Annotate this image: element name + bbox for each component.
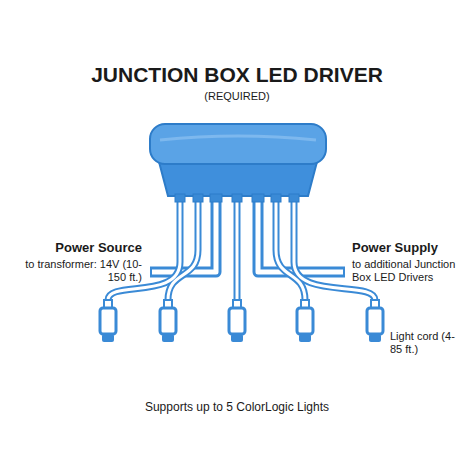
port-heading: Power Supply xyxy=(352,240,470,256)
light-connector xyxy=(160,300,176,342)
junction-box xyxy=(150,124,326,202)
port-description: to additional Junction Box LED Drivers xyxy=(352,258,470,284)
light-cord xyxy=(108,192,375,300)
note-label: (REQUIRED) xyxy=(137,90,337,103)
colorlogic-light xyxy=(100,300,383,342)
port-description: to transformer: 14V (10-150 ft.) xyxy=(20,258,142,284)
light-connector xyxy=(297,300,313,342)
light-connector xyxy=(367,300,383,342)
diagram-title: JUNCTION BOX LED DRIVER xyxy=(20,62,454,87)
diagram-caption: Supports up to 5 ColorLogic Lights xyxy=(40,400,434,414)
cord-label: Light cord (4-85 ft.) xyxy=(390,330,462,356)
light-connector xyxy=(100,300,116,342)
light-connector xyxy=(229,300,245,342)
port-heading: Power Source xyxy=(20,240,142,256)
